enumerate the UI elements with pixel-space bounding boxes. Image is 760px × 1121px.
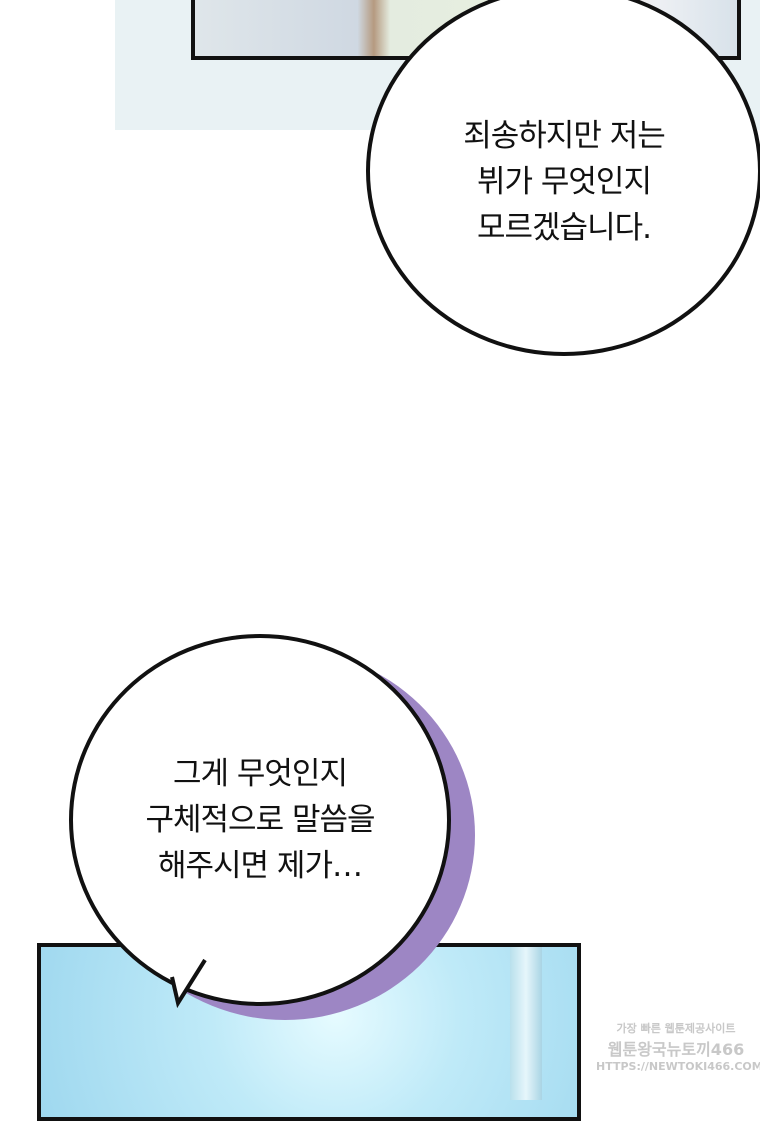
speech-line: 뷔가 무엇인지 — [477, 164, 652, 200]
speech-line: 구체적으로 말씀을 — [145, 802, 375, 838]
watermark: 가장 빠른 웹툰제공사이트 웹툰왕국뉴토끼466 HTTPS://NEWTOKI… — [596, 915, 760, 1073]
speech-tail — [170, 958, 210, 1009]
speech-bubble-2: 그게 무엇인지 구체적으로 말씀을 해주시면 제가… — [69, 634, 451, 1006]
speech-line: 죄송하지만 저는 — [463, 118, 665, 154]
speech-text-2: 그게 무엇인지 구체적으로 말씀을 해주시면 제가… — [145, 751, 375, 889]
watermark-line: 웹툰왕국뉴토끼466 — [607, 1040, 745, 1059]
speech-line: 해주시면 제가… — [158, 848, 363, 884]
speech-text-1: 죄송하지만 저는 뷔가 무엇인지 모르겠습니다. — [463, 113, 665, 251]
speech-bubble-1: 죄송하지만 저는 뷔가 무엇인지 모르겠습니다. — [366, 0, 760, 356]
watermark-line: 가장 빠른 웹툰제공사이트 — [616, 1022, 736, 1035]
watermark-line: HTTPS://NEWTOKI466.COM — [596, 1060, 760, 1073]
speech-line: 그게 무엇인지 — [173, 756, 348, 792]
speech-line: 모르겠습니다. — [477, 210, 652, 246]
light-pillar — [510, 947, 542, 1100]
